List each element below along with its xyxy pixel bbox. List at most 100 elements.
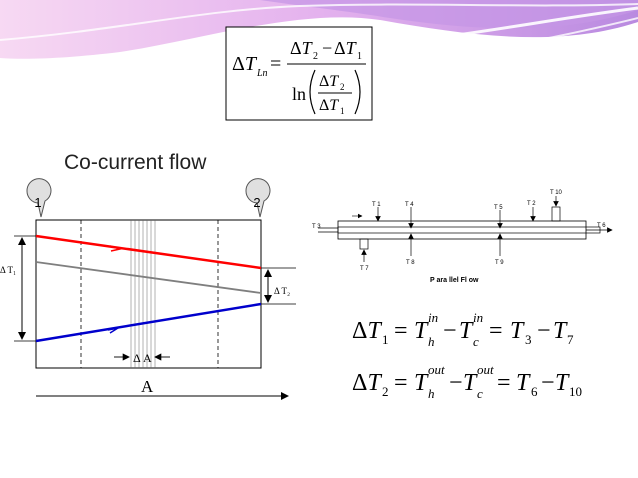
label-T5: T 5 [494, 205, 503, 211]
lmtd-formula-box [225, 26, 373, 121]
svg-text:ΔT: ΔT [290, 38, 314, 58]
eq1-minus-2: − [537, 318, 551, 344]
shell-body [337, 220, 587, 240]
decorative-banner [0, 0, 638, 59]
lmtd-num-delta2: Δ [290, 38, 302, 58]
shell-nozzle-inlet [359, 238, 369, 250]
eq1-Tc: T [459, 318, 474, 344]
lmtd-right-paren [354, 69, 361, 115]
eq1-Th-sub: h [428, 334, 435, 349]
banner-swoosh-line [0, 3, 638, 41]
eq2-minus-2: − [541, 370, 555, 396]
lmtd-lhs-delta: Δ [232, 53, 245, 75]
lmtd-inner-delta2: Δ [319, 73, 329, 90]
callout-2-shape [245, 178, 271, 218]
label-T3: T 3 [312, 224, 321, 230]
eq1-delta: Δ [352, 318, 367, 344]
eq2-Th-sub: h [428, 386, 435, 401]
lmtd-num-sub2: 2 [313, 51, 318, 62]
lmtd-num-T1: T [346, 38, 358, 58]
wall-temperature-line [35, 261, 262, 294]
parallel-flow-exchanger: T 1 T 4 T 5 T 2 T 10 T 3 T 6 T 7 T 8 T 9… [312, 190, 613, 284]
eq2-Tb-sub: 10 [569, 384, 582, 399]
svg-text:ΔT: ΔT [319, 73, 339, 90]
eq2-Ta: T [516, 370, 531, 396]
cocurrent-temperature-diagram: 1 2 Δ T₁ Δ T₂ Δ A A [0, 178, 296, 400]
eq1-equals: = [394, 318, 408, 344]
slide-heading: Co-current flow [64, 151, 207, 174]
eq1-T: T [367, 318, 382, 344]
area-axis-label: A [141, 377, 154, 396]
lmtd-left-paren [309, 69, 316, 115]
label-T1: T 1 [372, 202, 381, 208]
eq2-sub: 2 [382, 384, 389, 399]
lmtd-lhs-T: T [245, 53, 258, 75]
lmtd-inner-T2: T [329, 73, 339, 90]
eq1-Ta: T [510, 318, 525, 344]
eq1-equals-2: = [489, 318, 503, 344]
eq2-Tc-sub: c [477, 386, 483, 401]
svg-text:ΔT: ΔT [334, 38, 358, 58]
shell-nozzle-outlet [551, 206, 561, 222]
eq1-Th-sup: in [428, 310, 438, 325]
eq2-equals-2: = [497, 370, 511, 396]
eq2-Th: T [414, 370, 429, 396]
label-T7: T 7 [360, 266, 369, 272]
eq1-sub: 1 [382, 332, 389, 347]
banner-swoosh-line-2 [419, 6, 638, 42]
element-strip-lines [130, 220, 156, 368]
eq1-Tc-sup: in [473, 310, 483, 325]
lmtd-num-T2: T [302, 38, 314, 58]
inner-tube [337, 226, 601, 234]
eq2-minus: − [449, 370, 463, 396]
exchanger-caption: P ara llel Fl ow [430, 277, 479, 284]
eq2-Th-sup: out [428, 362, 445, 377]
callout-1-label: 1 [34, 195, 41, 210]
svg-text:ΔT: ΔT [352, 370, 382, 396]
eq1-minus: − [443, 318, 457, 344]
lmtd-formula: ΔT Ln = ΔT 2 − ΔT 1 ln ΔT 2 ΔT 1 [225, 26, 373, 121]
eq1-Tc-sub: c [473, 334, 479, 349]
svg-text:ΔT: ΔT [232, 53, 258, 75]
eq2-equals: = [394, 370, 408, 396]
lmtd-num-delta1: Δ [334, 38, 346, 58]
eq2-T: T [367, 370, 382, 396]
lmtd-num-sub1: 1 [357, 51, 362, 62]
lmtd-inner-T1: T [329, 97, 339, 114]
lmtd-inner-sub2: 2 [340, 82, 345, 92]
eq2-delta: Δ [352, 370, 367, 396]
eq1-Tb-sub: 7 [567, 332, 574, 347]
dT2-label: Δ T₂ [274, 286, 290, 296]
lmtd-inner-sub1: 1 [340, 106, 345, 116]
label-T8: T 8 [406, 260, 415, 266]
lmtd-equals: = [270, 53, 281, 75]
lmtd-num-minus: − [322, 38, 332, 58]
hot-fluid-arrow [109, 245, 123, 252]
eq2-Tc-sup: out [477, 362, 494, 377]
banner-swoosh-line-3 [479, 17, 638, 53]
cold-fluid-line [35, 302, 262, 343]
lmtd-inner-delta1: Δ [319, 97, 329, 114]
dA-label: Δ A [133, 351, 152, 365]
eq1-Tb: T [553, 318, 568, 344]
lmtd-ln: ln [292, 84, 306, 104]
eq2-Tc: T [463, 370, 478, 396]
label-T9: T 9 [495, 260, 504, 266]
eq2-Tb: T [555, 370, 570, 396]
label-T4: T 4 [405, 202, 414, 208]
lmtd-lhs-sub: Ln [256, 68, 268, 79]
label-T10: T 10 [550, 190, 563, 196]
equation-dT2: ΔT 2 = T out h − T out c = T 6 − T 10 [352, 362, 582, 401]
callout-2-label: 2 [253, 195, 260, 210]
callout-1-shape [26, 178, 52, 218]
eq1-Ta-sub: 3 [525, 332, 532, 347]
dT1-label: Δ T₁ [0, 265, 16, 275]
eq2-Ta-sub: 6 [531, 384, 538, 399]
eq1-Th: T [414, 318, 429, 344]
equation-dT1: ΔT 1 = T in h − T in c = T 3 − T 7 [352, 310, 574, 349]
svg-text:ΔT: ΔT [352, 318, 382, 344]
svg-text:ΔT: ΔT [319, 97, 339, 114]
cold-fluid-arrow [107, 327, 119, 334]
callout-bubble-1: 1 [26, 178, 52, 218]
